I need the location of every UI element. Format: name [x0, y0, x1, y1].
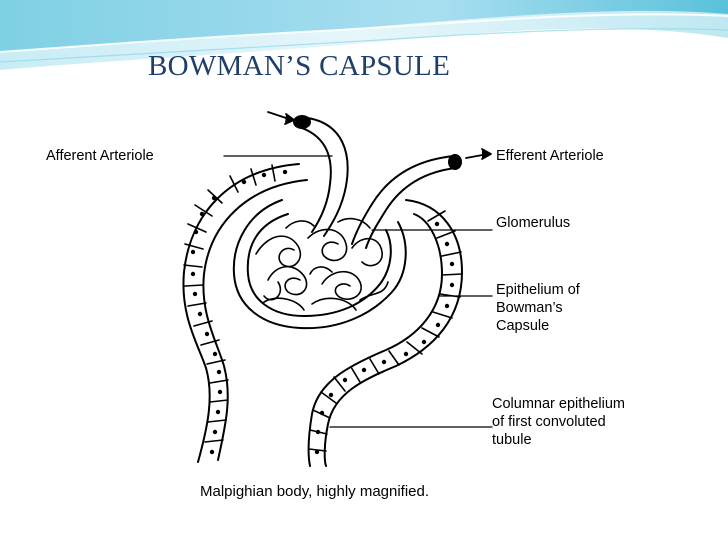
capsule-outer-wall: [182, 163, 463, 467]
efferent-arteriole-vessel: [351, 154, 462, 249]
flow-arrows: [267, 111, 492, 160]
label-efferent-arteriole: Efferent Arteriole: [496, 148, 604, 164]
figure-caption: Malpighian body, highly magnified.: [200, 483, 430, 500]
label-columnar-line3: tubule: [492, 432, 532, 448]
label-columnar-line1: Columnar epithelium: [492, 396, 625, 412]
label-epithelium-line1: Epithelium of: [496, 282, 580, 298]
afferent-arteriole-vessel: [293, 115, 349, 237]
malpighian-body-diagram: Afferent Arteriole Efferent Arteriole Gl…: [42, 104, 686, 500]
label-afferent-arteriole: Afferent Arteriole: [46, 148, 154, 164]
glomerulus-capillaries: [255, 217, 389, 311]
label-leader-lines: [223, 155, 493, 428]
capsule-inner-wall: [232, 199, 407, 330]
label-epithelium-line2: Bowman’s: [496, 300, 563, 316]
label-glomerulus: Glomerulus: [496, 215, 571, 231]
slide-title: BOWMAN’S CAPSULE: [148, 50, 451, 82]
cell-nuclei: [190, 169, 455, 455]
slide-header-wave: [0, 0, 728, 90]
label-columnar-line2: of first convoluted: [492, 414, 606, 430]
label-epithelium-line3: Capsule: [496, 318, 550, 334]
diagram-drawing: [182, 111, 493, 467]
epithelium-cells: [183, 164, 463, 452]
